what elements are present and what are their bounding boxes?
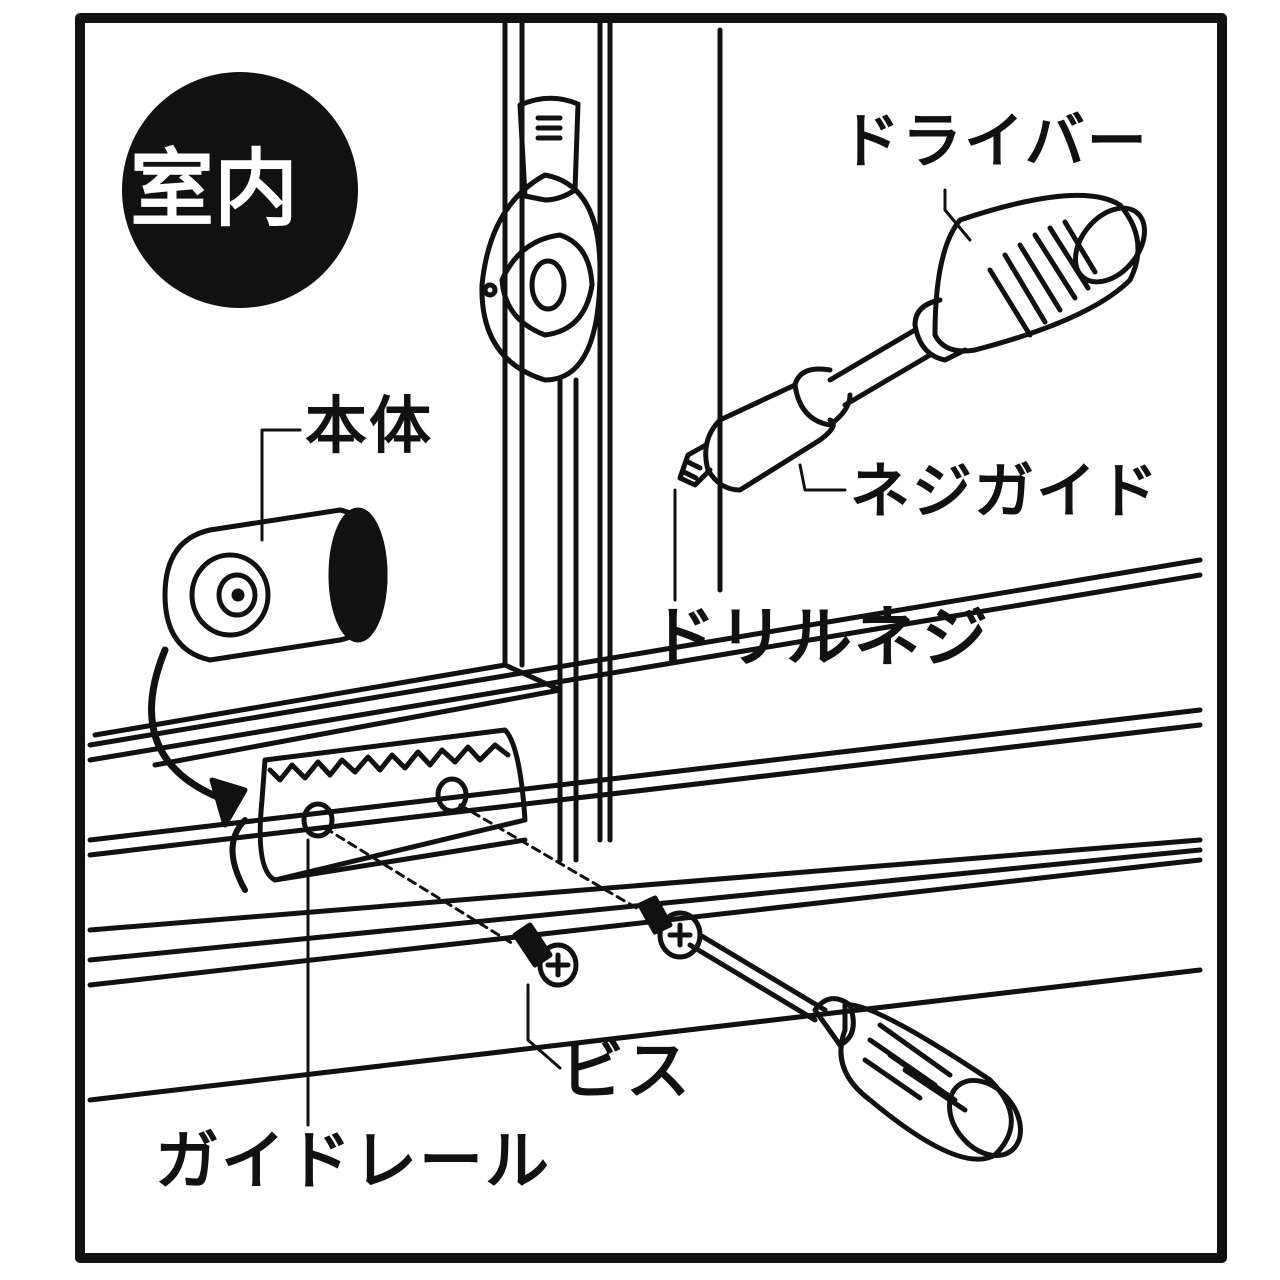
window-rails [87,557,1203,1103]
screw-bis [512,922,579,988]
lower-screwdriver [637,895,1023,1162]
outer-frame [75,13,1227,1263]
guide-rail-bracket [257,727,528,883]
label-drill-screw: ドリルネジ [650,599,990,676]
label-screw: ビス [560,1035,692,1109]
label-body: 本体 [305,389,434,462]
indoor-badge-text: 室内 [130,140,299,238]
leader-lines [260,188,972,1127]
curved-arrow [148,646,248,893]
indoor-badge-circle [122,72,358,308]
window-ledge [92,662,563,768]
label-screw-guide: ネジガイド [850,457,1160,527]
stopper-body [162,507,388,663]
crescent-lock [479,95,603,383]
screw-paths [323,803,642,947]
upper-screwdriver [677,192,1147,493]
window-stile [502,19,723,863]
label-guide-rail: ガイドレール [155,1125,551,1199]
label-driver: ドライバー [840,107,1149,177]
